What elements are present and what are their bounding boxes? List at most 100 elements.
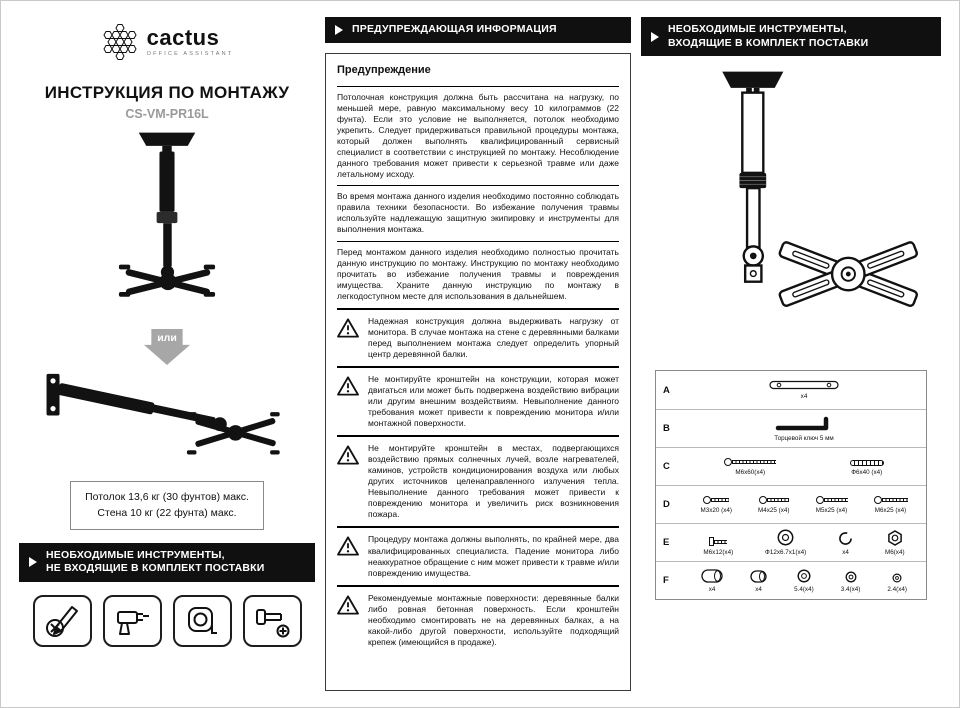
tool-tape-measure <box>172 594 232 647</box>
part-label: х4 <box>708 585 716 593</box>
included-parts-table: A х4 B <box>655 370 927 601</box>
part-ring-3-4: 3.4(х4) <box>840 571 861 593</box>
spacer-icon <box>750 570 767 583</box>
warning-text: Рекомендуемые монтажные поверхности: дер… <box>368 592 619 647</box>
warning-item: Процедуру монтажа должны выполнять, по к… <box>337 534 619 578</box>
part-ring-2-4: 2.4(х4) <box>887 573 907 593</box>
row-items: Торцевой ключ 5 мм <box>689 416 919 442</box>
part-label: Ф6х40 (х4) <box>851 468 883 476</box>
parts-row-e: E М6х12(х4) Ф12х6.7х1(х4) <box>656 523 926 561</box>
included-tools-column: НЕОБХОДИМЫЕ ИНСТРУМЕНТЫ, ВХОДЯЩИЕ В КОМП… <box>641 17 941 691</box>
banner-line2: НЕ ВХОДЯЩИЕ В КОМПЛЕКТ ПОСТАВКИ <box>46 562 265 575</box>
spacer-icon <box>701 569 723 583</box>
mount-components-illustration <box>722 71 918 308</box>
page-title: ИНСТРУКЦИЯ ПО МОНТАЖУ <box>44 83 290 102</box>
weight-wall: Стена 10 кг (22 фунта) макс. <box>97 507 237 520</box>
banner-text: НЕОБХОДИМЫЕ ИНСТРУМЕНТЫ, НЕ ВХОДЯЩИЕ В К… <box>46 549 265 576</box>
ring-icon <box>797 569 811 583</box>
warning-paragraph: Во время монтажа данного изделия необход… <box>337 191 619 235</box>
part-anchor-f6x40: Ф6х40 (х4) <box>849 459 884 476</box>
triangle-icon <box>335 24 343 35</box>
parts-row-f: F х4 х4 <box>656 561 926 599</box>
part-label: М4х25 (х4) <box>758 506 790 514</box>
part-screw-m6x25: М6х25 (х4) <box>873 495 908 514</box>
warning-triangle-icon <box>337 536 359 557</box>
warning-item: Надежная конструкция должна выдерживать … <box>337 316 619 360</box>
max-weight-note: Потолок 13,6 кг (30 фунтов) макс. Стена … <box>70 481 264 530</box>
banner-line2: ВХОДЯЩИЕ В КОМПЛЕКТ ПОСТАВКИ <box>668 36 869 49</box>
part-allen-key: Торцевой ключ 5 мм <box>774 416 834 442</box>
part-screw-m5x25: М5х25 (х4) <box>815 495 848 514</box>
pencil-icon <box>46 605 78 637</box>
warning-column: ПРЕДУПРЕЖДАЮЩАЯ ИНФОРМАЦИЯ Предупреждени… <box>325 17 631 691</box>
washer-icon <box>777 529 794 546</box>
row-items: М6х60(х4) Ф6х40 (х4) <box>689 457 919 476</box>
row-items: М3х20 (х4) М4х25 (х4) М5х25 (х4) М6х25 (… <box>689 495 919 514</box>
screw-icon <box>815 495 848 504</box>
triangle-icon <box>29 557 37 568</box>
parts-row-d: D М3х20 (х4) М4х25 (х4) М5х25 (х4) <box>656 485 926 523</box>
part-screw-m4x25: М4х25 (х4) <box>758 495 790 514</box>
warning-paragraph: Перед монтажом данного изделия необходим… <box>337 246 619 301</box>
part-label: М6х25 (х4) <box>874 506 907 514</box>
warning-banner-label: ПРЕДУПРЕЖДАЮЩАЯ ИНФОРМАЦИЯ <box>352 23 557 35</box>
bolt-icon <box>709 537 728 547</box>
part-label: М6(х4) <box>884 549 905 557</box>
part-nut-m6: М6(х4) <box>885 530 905 556</box>
part-bolt-m6x12: М6х12(х4) <box>703 537 733 556</box>
tool-drill <box>102 594 162 647</box>
warning-box: Предупреждение Потолочная конструкция до… <box>325 52 631 691</box>
screw-icon <box>703 495 730 504</box>
tool-pencil <box>32 594 92 647</box>
warning-text: Не монтируйте кронштейн на конструкции, … <box>368 373 619 429</box>
part-label: Ф12х6.7х1(х4) <box>765 549 807 557</box>
allen-key-icon <box>775 416 829 431</box>
part-label: 2.4(х4) <box>887 585 907 593</box>
warning-item: Не монтируйте кронштейн в местах, подвер… <box>337 443 619 520</box>
warning-text: Процедуру монтажа должны выполнять, по к… <box>368 534 619 578</box>
warning-info-banner: ПРЕДУПРЕЖДАЮЩАЯ ИНФОРМАЦИЯ <box>325 17 631 43</box>
weight-ceiling: Потолок 13,6 кг (30 фунтов) макс. <box>85 491 249 503</box>
parts-row-c: C М6х60(х4) Ф6х40 (х4) <box>656 447 926 485</box>
part-screw-m3x20: М3х20 (х4) <box>701 495 732 514</box>
nut-icon <box>887 530 902 547</box>
warning-triangle-icon <box>337 445 359 465</box>
row-letter: D <box>663 499 670 511</box>
part-washer-f12: Ф12х6.7х1(х4) <box>765 529 806 556</box>
part-spring-washer: х4 <box>838 531 853 556</box>
banner-line1: НЕОБХОДИМЫЕ ИНСТРУМЕНТЫ, <box>46 548 225 561</box>
wall-mount-illustration <box>46 373 280 455</box>
screw-icon <box>873 495 908 504</box>
row-items: М6х12(х4) Ф12х6.7х1(х4) х4 <box>689 529 919 556</box>
part-label: 3.4(х4) <box>840 585 861 593</box>
part-label: М5х25 (х4) <box>815 506 848 514</box>
components-illustration-area <box>641 64 941 360</box>
parts-row-a: A х4 <box>656 371 926 409</box>
honeycomb-logo-icon <box>103 24 137 60</box>
or-arrow: или <box>144 329 190 365</box>
warning-text: Не монтируйте кронштейн в местах, подвер… <box>368 443 619 520</box>
warning-text: Надежная конструкция должна выдерживать … <box>368 315 619 359</box>
tool-screwdriver <box>242 594 302 647</box>
logo-wordmark: cactus OFFICE ASSISTANT <box>146 25 234 58</box>
ring-icon <box>845 571 856 583</box>
row-letter: B <box>663 423 670 435</box>
triangle-icon <box>651 31 659 42</box>
brand-name: cactus <box>146 25 220 50</box>
part-ring-5-4: 5.4(х4) <box>794 569 814 593</box>
part-mounting-plate: х4 <box>769 380 839 400</box>
row-letter: C <box>663 461 670 473</box>
banner-line1: НЕОБХОДИМЫЕ ИНСТРУМЕНТЫ, <box>668 23 847 35</box>
part-spacer-long: х4 <box>701 569 723 593</box>
left-column: cactus OFFICE ASSISTANT ИНСТРУКЦИЯ ПО МО… <box>19 17 315 691</box>
row-items: х4 <box>689 380 919 400</box>
anchor-icon <box>849 459 884 466</box>
model-number: CS-VM-PR16L <box>125 107 209 121</box>
ceiling-mount-illustration <box>118 132 216 297</box>
ring-icon <box>892 573 902 583</box>
brand-subtitle: OFFICE ASSISTANT <box>146 51 234 57</box>
row-items: х4 х4 5.4(х4) <box>689 569 919 593</box>
part-spacer-short: х4 <box>750 570 767 593</box>
part-label: М6х60(х4) <box>735 468 766 476</box>
row-letter: A <box>663 384 670 396</box>
